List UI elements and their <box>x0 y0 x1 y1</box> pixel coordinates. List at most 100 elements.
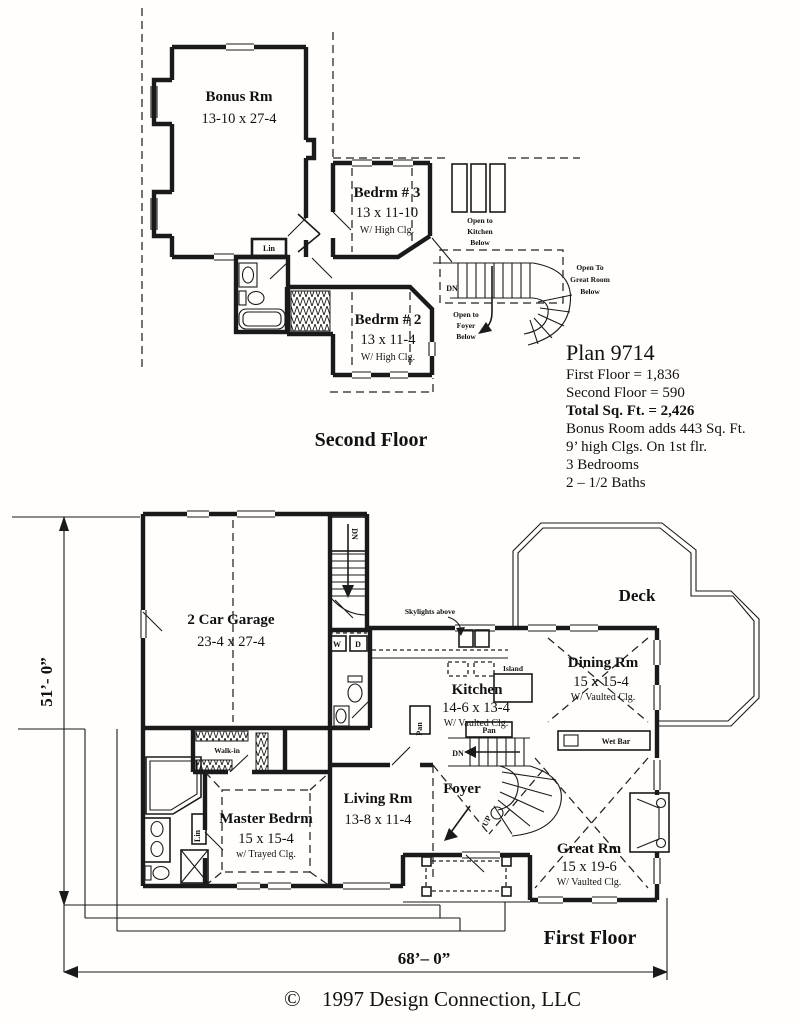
basement-stair-arrow-head <box>464 746 476 758</box>
bedroom-2: Bedrm # 2 13 x 11-4 W/ High Clg. <box>284 257 436 393</box>
stair-fan-treads <box>529 294 573 345</box>
linen-cabinet <box>191 813 207 845</box>
foyer-label: Foyer <box>443 781 481 797</box>
open-great-l2: Great Room <box>570 275 610 284</box>
bonus-room-walls <box>151 44 317 260</box>
bedroom2-windows <box>352 342 436 379</box>
toilet-icon <box>247 290 265 306</box>
dining-size: 15 x 15-4 <box>573 674 629 690</box>
kitchen-name: Kitchen <box>452 682 503 698</box>
plan-bonus: Bonus Room adds 443 Sq. Ft. <box>566 421 746 437</box>
open-great-l3: Below <box>580 287 600 296</box>
bedroom3-ceiling: W/ High Clg. <box>360 225 414 236</box>
height-dimension: 51’- 0” <box>37 657 56 707</box>
sink-icon <box>150 840 164 858</box>
porch-column <box>501 856 512 867</box>
living-size: 13-8 x 11-4 <box>344 812 412 828</box>
first-floor-interior-walls <box>143 514 433 886</box>
powder-room <box>333 675 371 727</box>
bedroom2-name: Bedrm # 2 <box>355 312 422 328</box>
laundry-closet: W D <box>328 632 368 652</box>
foyer-arrow-line <box>448 805 471 836</box>
walk-in-closet: Walk-in <box>195 730 269 773</box>
bedroom3-door <box>332 211 352 231</box>
stair-arrow-line <box>486 266 493 328</box>
great-name: Great Rm <box>557 841 622 857</box>
open-to-foyer-below: Open to Foyer Below <box>453 310 479 341</box>
stair-volute <box>490 806 504 820</box>
tray-ceiling-dashed <box>221 789 311 873</box>
foyer-up-label: UP <box>480 814 493 828</box>
garage: 2 Car Garage 23-4 x 27-4 <box>142 520 275 722</box>
living-room: Living Rm 13-8 x 11-4 <box>344 791 413 828</box>
porch-dashed <box>425 860 507 892</box>
fireplace-box <box>629 792 670 853</box>
kitchen-door <box>391 746 411 766</box>
great-ceiling: W/ Vaulted Clg. <box>557 877 622 888</box>
stairwell-arrow-head <box>342 585 354 598</box>
toilet-tank <box>238 290 247 306</box>
bedroom-3: Bedrm # 3 13 x 11-10 W/ High Clg. <box>330 159 433 260</box>
skylight-dashed <box>447 661 469 677</box>
bonus-room: Bonus Rm 13-10 x 27-4 <box>150 43 317 261</box>
plan-first-floor: First Floor = 1,836 <box>566 367 680 383</box>
second-floor-title: Second Floor <box>315 429 428 451</box>
dim-arrow-right <box>653 966 668 978</box>
bedroom3-walls <box>330 160 433 260</box>
fireplace-circle <box>655 797 667 809</box>
stair-outer-rail <box>527 262 572 346</box>
plan-number: Plan 9714 <box>566 340 655 365</box>
great-room: Great Rm 15 x 19-6 W/ Vaulted Clg. <box>534 757 670 889</box>
bedroom2-walls <box>284 284 435 378</box>
upstairs-hall <box>297 213 453 264</box>
dimension-line-paths <box>12 516 668 980</box>
powder-vanity <box>333 705 350 727</box>
pantry-cabinet <box>409 705 431 735</box>
foyer-dn-label: DN <box>452 749 464 758</box>
deck-label: Deck <box>619 586 656 605</box>
stair-inner-rail <box>523 297 549 335</box>
bonus-room-name: Bonus Rm <box>205 89 273 105</box>
open-foyer-l3: Below <box>456 332 476 341</box>
fireplace-firebox <box>636 798 660 849</box>
skylight-dashed <box>473 661 495 677</box>
bonus-room-windows <box>150 43 254 261</box>
open-great-l1: Open To <box>576 263 604 272</box>
open-great-dashed-box <box>439 249 564 304</box>
bath-lin-label: Lin <box>193 829 202 842</box>
pantry-label-2: Pan <box>482 726 496 735</box>
bath-walls <box>233 254 291 335</box>
linen-label: Lin <box>263 244 276 253</box>
deck: Deck <box>512 522 760 727</box>
curved-stair-outer-rail <box>511 765 562 837</box>
living-name: Living Rm <box>344 791 413 807</box>
skylights-arrow-head <box>456 627 465 636</box>
open-to-great-room-below: Open To Great Room Below <box>439 249 611 304</box>
fireplace-circle <box>655 837 667 849</box>
copyright-text: 1997 Design Connection, LLC <box>322 987 581 1011</box>
powder-toilet-tank <box>347 675 363 683</box>
dining-vault-dashed <box>547 637 649 723</box>
front-porch <box>18 728 530 932</box>
wet-bar-label: Wet Bar <box>602 737 631 746</box>
bedroom2-ceiling: W/ High Clg. <box>361 352 415 363</box>
porch-column <box>421 886 432 897</box>
bedroom3-size: 13 x 11-10 <box>356 205 418 221</box>
plan-second-floor: Second Floor = 590 <box>566 385 685 401</box>
closet-rod-hatch <box>255 732 269 772</box>
first-floor-windows <box>140 510 661 904</box>
washer-icon <box>328 635 347 652</box>
garage-size: 23-4 x 27-4 <box>197 634 265 650</box>
skylight-box-icon <box>489 163 506 213</box>
bedroom3-windows <box>352 159 413 167</box>
bedroom3-name: Bedrm # 3 <box>354 185 421 201</box>
bedroom2-size: 13 x 11-4 <box>360 332 416 348</box>
dim-arrow-left <box>63 966 78 978</box>
curved-stair-treads <box>493 771 557 835</box>
front-door-leaf <box>465 854 485 873</box>
tray-corner-dashed <box>204 771 331 887</box>
second-floor-plan: Bonus Rm 13-10 x 27-4 Lin Bed <box>141 8 611 451</box>
dryer-label: D <box>355 640 361 649</box>
master-ceiling: w/ Trayed Clg. <box>236 849 296 860</box>
